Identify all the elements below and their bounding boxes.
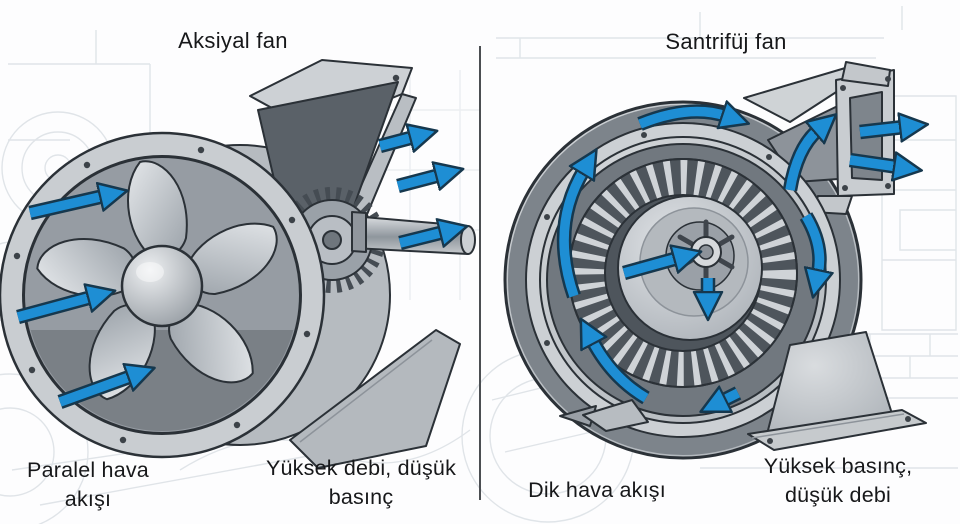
fan-supports: [559, 331, 927, 451]
axial-blades: [36, 160, 278, 401]
centrifugal-performance-caption: Yüksek basınç, düşük debi: [764, 452, 913, 510]
axial-performance-caption-line1: Yüksek debi, düşük: [265, 456, 457, 480]
axial-outlet-arrows: [378, 137, 444, 251]
axial-rim-bolts: [13, 146, 311, 444]
axial-airflow-arrows: [16, 137, 444, 409]
casing-bolts: [544, 132, 772, 346]
inlet-and-outlet-arrows: [622, 127, 904, 296]
airflow-arrow: [801, 213, 820, 274]
airflow-arrow: [849, 160, 898, 167]
axial-front-rim: [0, 131, 326, 459]
centrifugal-flow-caption: Dik hava akışı: [528, 478, 666, 502]
airflow-arrow: [396, 175, 440, 186]
airflow-arrow: [859, 127, 904, 132]
panel-divider: [479, 46, 481, 500]
airflow-arrow: [58, 376, 132, 407]
airflow-arrow: [28, 196, 104, 218]
centrifugal-performance-caption-line2: düşük debi: [784, 483, 891, 507]
axial-fan-illustration: [0, 59, 476, 469]
axial-base: [289, 329, 461, 469]
axial-performance-caption: Yüksek debi, düşük basınç: [266, 454, 456, 512]
centrifugal-performance-caption-line1: Yüksek basınç,: [763, 454, 913, 478]
airflow-arrow: [378, 137, 414, 146]
axial-fan-title: Aksiyal fan: [178, 28, 288, 53]
airflow-arrow: [16, 297, 92, 322]
axial-flow-caption: Paralel hava akışı: [27, 456, 149, 514]
scroll-circulation-arrows: [556, 112, 820, 403]
airflow-arrow: [722, 393, 741, 401]
airflow-arrow: [398, 232, 444, 243]
axial-performance-caption-line2: basınç: [328, 485, 394, 509]
centrifugal-fan-title: Santrifüj fan: [665, 29, 787, 54]
airflow-arrow: [638, 112, 726, 125]
axial-flow-caption-line2: akışı: [64, 487, 112, 511]
airflow-arrow: [592, 340, 649, 403]
airflow-arrow: [785, 130, 818, 191]
axial-inlet-arrows: [16, 196, 132, 409]
axial-hub: [120, 244, 204, 328]
airflow-arrow: [622, 258, 678, 278]
axial-flow-caption-line1: Paralel hava: [27, 458, 149, 482]
airflow-arrow: [559, 170, 584, 298]
centrifugal-airflow-arrows: [556, 112, 904, 403]
